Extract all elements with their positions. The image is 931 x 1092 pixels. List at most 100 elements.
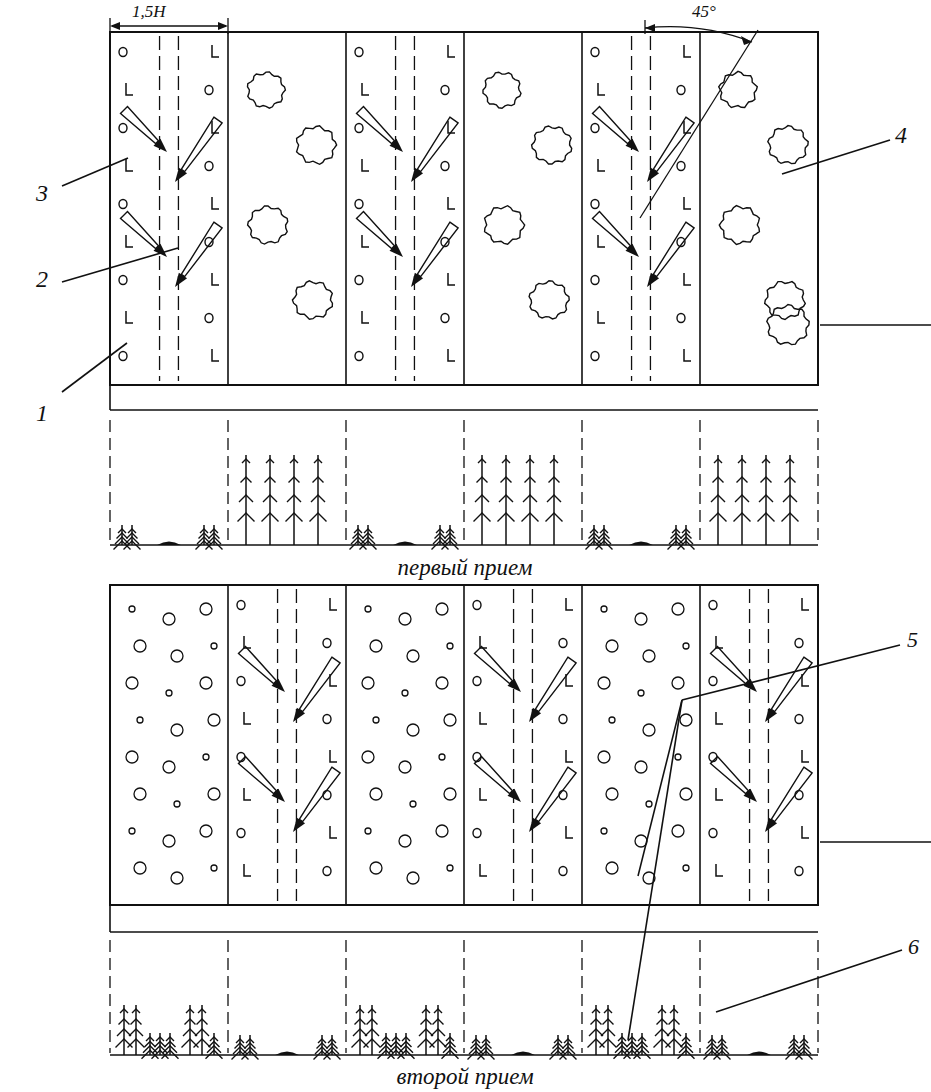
skid-trail-profile [157,542,181,546]
slash-mark [795,715,803,724]
tree-crown [156,1037,164,1041]
regrowth-mark [399,761,411,773]
arrow-head [743,679,757,692]
tree-stem [245,455,247,545]
regrowth-mark [447,865,453,871]
tree-crown [546,513,563,522]
tree-crown [263,495,277,502]
tree-crown [761,477,772,483]
stump-mark [598,235,605,247]
slash-mark [591,276,599,285]
tree-crown [422,1009,430,1013]
strip-border [463,32,465,385]
callout-number: 4 [893,122,909,148]
slash-mark [559,715,567,724]
strip-border [109,940,110,1053]
strip-border [699,585,701,905]
strip-border [345,585,347,905]
tree-crown [714,1051,731,1060]
arrow-head [625,139,639,152]
stump-mark [480,636,487,648]
regrowth-mark [643,724,655,736]
arrow-head [765,818,777,832]
skid-trail [513,589,514,901]
road-edge [110,409,818,411]
stump-mark [684,349,691,361]
arrow-head [153,139,167,152]
regrowth-mark [444,714,456,726]
regrowth-mark [598,751,610,763]
tree-stem [293,455,295,545]
undergrowth-clump [767,305,809,345]
slash-mark [237,753,245,762]
stump-mark [126,159,133,171]
strip-border [817,940,818,1053]
tree-crown [431,1029,445,1036]
slash-mark [591,124,599,133]
regrowth-mark [370,788,382,800]
regrowth-mark [200,603,212,615]
tree-crown [265,477,276,483]
tree-crown [522,513,539,522]
tree-crown [360,541,377,550]
strip-border [699,420,700,543]
tree-crown [498,513,515,522]
tree-stem [317,455,319,545]
tree-crown [711,495,725,502]
slash-mark [119,352,127,361]
tree-crown [785,477,796,483]
regrowth-mark [635,761,647,773]
tree-crown [474,513,491,522]
tree-crown [591,1019,602,1025]
undergrowth-clump [248,72,286,108]
stump-mark [244,636,251,648]
tree-crown [738,459,746,463]
strip-border [227,940,228,1053]
dimension-line [112,25,226,26]
tree-crown [356,1009,364,1013]
slash-mark [559,639,567,648]
felling-arrow [181,117,222,171]
tree-crown [682,1037,690,1041]
regrowth-mark [370,862,382,874]
tree-crown [166,1037,174,1041]
slash-mark [473,829,481,838]
road-edge [110,904,818,906]
regrowth-mark [134,862,146,874]
undergrowth-clump [248,206,288,244]
stump-mark [448,45,455,57]
regrowth-mark [601,606,607,612]
stump-mark [802,826,809,838]
ground-line [110,544,818,545]
undergrowth-clump [532,126,572,164]
tree-crown [678,1050,695,1059]
tree-crown [526,459,534,463]
undergrowth-clump [297,126,337,165]
regrowth-mark [208,788,220,800]
regrowth-mark [174,801,180,807]
tree-crown [634,1050,651,1059]
stump-mark [126,311,133,323]
tree-crown [402,1037,410,1041]
skid-trail [650,36,651,381]
regrowth-mark [211,643,217,649]
tree-crown [238,513,255,522]
arrow-head [507,789,521,802]
dimension-arrow [110,22,120,30]
regrowth-mark [362,751,374,763]
regrowth-mark [171,724,183,736]
arrow-head [271,789,285,802]
leader-line [62,248,178,282]
tree-stem [505,455,507,545]
tree-stem [717,455,719,545]
skid-trail-profile [275,1052,299,1056]
felling-arrow [535,657,576,711]
stump-mark [212,273,219,285]
tree-crown [116,1039,133,1048]
tree-crown [525,477,536,483]
tree-crown [667,1029,681,1036]
leader-line [682,645,900,700]
stump-mark [566,750,573,762]
